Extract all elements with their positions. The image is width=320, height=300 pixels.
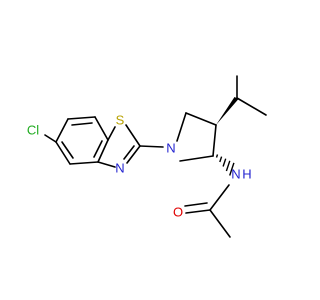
hash-line [219, 156, 223, 163]
bond [212, 124, 217, 157]
pyrrolidine-ring [176, 112, 217, 162]
bond [97, 139, 109, 163]
bond-double-inner [93, 140, 103, 158]
hash-line [225, 160, 231, 172]
bond-n-c [209, 184, 230, 211]
bond [55, 141, 71, 165]
bond-c-n [139, 145, 164, 148]
bond-c-o-double-second [184, 202, 208, 207]
bond [185, 112, 217, 126]
molecule-structure-diagram: Cl S N N N H O [27, 75, 267, 238]
hashed-wedge-bond [215, 154, 235, 176]
bond [179, 155, 214, 162]
thiazole-ring [97, 124, 141, 168]
amide-nitrogen-label: N [231, 167, 240, 182]
bond [67, 116, 96, 120]
bond [176, 112, 187, 142]
bond-n-c [97, 161, 116, 168]
bond-double-inner [61, 141, 74, 159]
sulfur-atom-label: S [116, 113, 125, 128]
bond-c-c [209, 209, 231, 238]
amide-hydrogen-label: H [242, 167, 251, 182]
bond-c-o-double [185, 209, 211, 214]
bond [55, 118, 69, 143]
bond-c-cl [44, 134, 57, 143]
hash-line [229, 162, 235, 176]
bond [236, 97, 267, 116]
acetamide-group [184, 184, 231, 238]
thiazole-nitrogen-label: N [115, 161, 124, 176]
isopropyl-group [236, 75, 267, 116]
pyrrolidine-nitrogen-label: N [166, 141, 175, 156]
wedge-bond [216, 97, 239, 125]
bond [69, 161, 99, 165]
carbonyl-oxygen-label: O [173, 205, 183, 220]
bond-double-inner [71, 122, 93, 126]
bond-s-c [125, 124, 141, 147]
bond [94, 116, 109, 141]
bond-c-n-double [126, 145, 141, 164]
chlorine-atom-label: Cl [27, 123, 39, 138]
hash-line [222, 158, 227, 167]
benzene-ring [55, 116, 109, 165]
bond-c-n-double-inner [123, 145, 135, 160]
bond-c-s [107, 126, 116, 141]
hash-line [215, 154, 219, 158]
